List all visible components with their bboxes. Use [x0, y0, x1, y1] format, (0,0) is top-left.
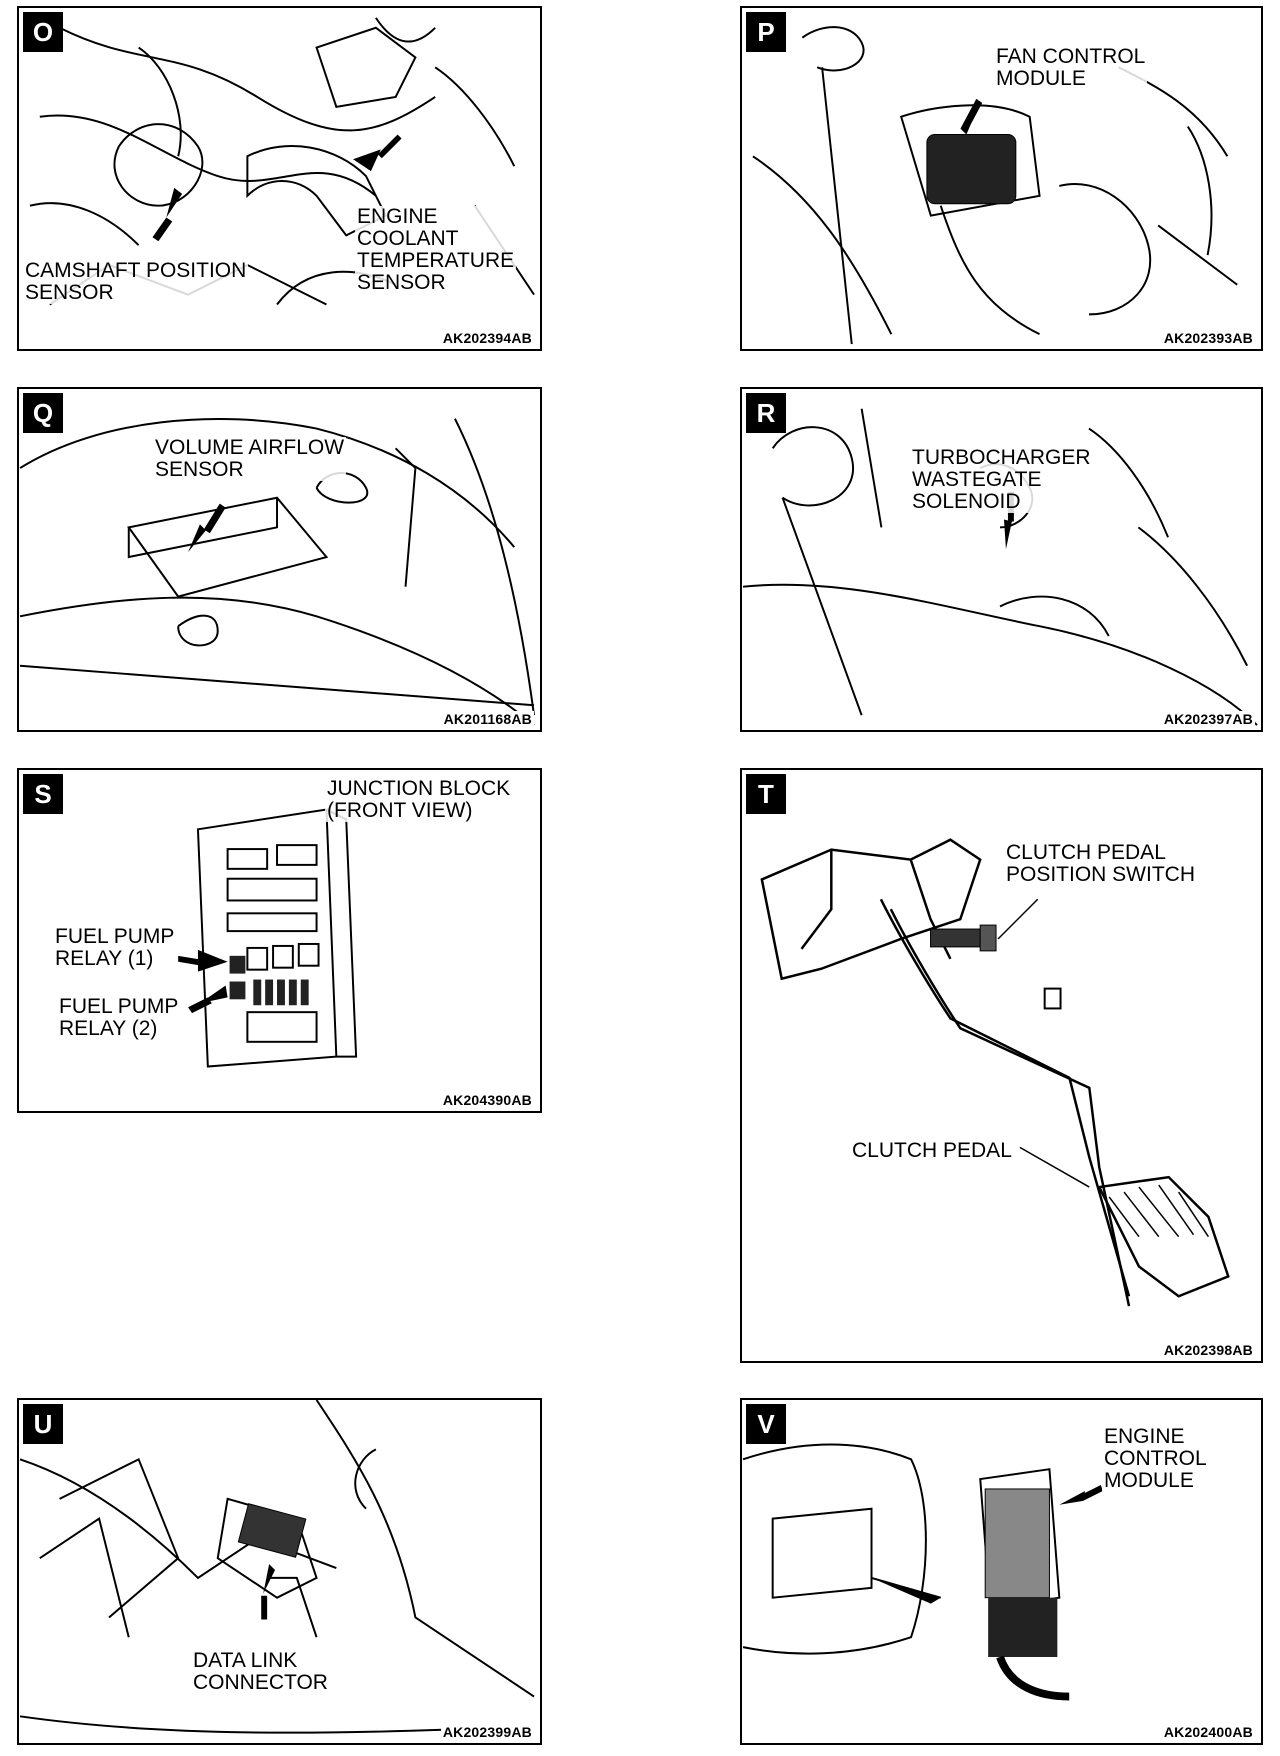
fuel-pump-relay-2-label: FUEL PUMP RELAY (2) — [57, 995, 181, 1040]
engine-coolant-temperature-sensor-label: ENGINE COOLANT TEMPERATURE SENSOR — [355, 205, 517, 294]
panel-letter-badge: V — [746, 1404, 786, 1444]
junction-block-front-view-label: JUNCTION BLOCK (FRONT VIEW) — [325, 777, 513, 822]
figure-code: AK201168AB — [441, 711, 534, 727]
clutch-pedal-label: CLUTCH PEDAL — [850, 1139, 1014, 1162]
fuel-pump-relay-1-label: FUEL PUMP RELAY (1) — [53, 925, 177, 970]
panel-o: O CAMSHAFT POSITION SENSOR ENGINE COOLAN… — [17, 6, 542, 351]
panel-s: S JUNCTION BLOCK (FRONT VIEW) FUEL PUMP … — [17, 768, 542, 1113]
panel-t: T CLUTCH PEDAL POSITION SWITCH CLUTCH PE… — [740, 768, 1263, 1363]
figure-code: AK202399AB — [440, 1724, 534, 1740]
figure-code: AK204390AB — [440, 1092, 534, 1108]
data-link-connector-label: DATA LINK CONNECTOR — [191, 1649, 330, 1694]
fan-control-module-label: FAN CONTROL MODULE — [994, 45, 1148, 90]
turbocharger-wastegate-solenoid-label: TURBOCHARGER WASTEGATE SOLENOID — [910, 446, 1093, 513]
figure-code: AK202393AB — [1161, 330, 1255, 346]
figure-code: AK202400AB — [1161, 1724, 1255, 1740]
panel-u: U DATA LINK CONNECTOR AK202399AB — [17, 1398, 542, 1745]
engine-bay-illustration-r — [742, 408, 1258, 726]
clutch-pedal-illustration — [760, 838, 1230, 1307]
panel-r: R TURBOCHARGER WASTEGATE SOLENOID AK2023… — [740, 387, 1263, 732]
panel-letter-badge: Q — [23, 393, 63, 433]
panel-letter-badge: P — [746, 12, 786, 52]
volume-airflow-sensor-label: VOLUME AIRFLOW SENSOR — [153, 436, 347, 481]
panel-letter-badge: O — [23, 12, 63, 52]
engine-control-module-illustration — [742, 1443, 1103, 1701]
panel-p: P FAN CONTROL MODULE AK202393AB — [740, 6, 1263, 351]
panel-letter-badge: U — [23, 1404, 63, 1444]
clutch-pedal-position-switch-label: CLUTCH PEDAL POSITION SWITCH — [1004, 841, 1197, 886]
figure-code: AK202394AB — [440, 330, 534, 346]
panel-v: V ENGINE CONTROL MODULE AK202400AB — [740, 1398, 1263, 1745]
camshaft-position-sensor-label: CAMSHAFT POSITION SENSOR — [23, 259, 249, 304]
engine-bay-illustration-p — [752, 26, 1238, 345]
junction-block-illustration — [178, 808, 358, 1068]
panel-letter-badge: S — [23, 774, 63, 814]
figure-code: AK202397AB — [1161, 711, 1255, 727]
panel-letter-badge: T — [746, 774, 786, 814]
dash-underside-illustration — [19, 1400, 535, 1734]
panel-letter-badge: R — [746, 393, 786, 433]
panel-q: Q VOLUME AIRFLOW SENSOR AK201168AB — [17, 387, 542, 732]
engine-control-module-label: ENGINE CONTROL MODULE — [1102, 1425, 1209, 1492]
engine-bay-illustration-q — [19, 418, 535, 726]
figure-code: AK202398AB — [1161, 1342, 1255, 1358]
